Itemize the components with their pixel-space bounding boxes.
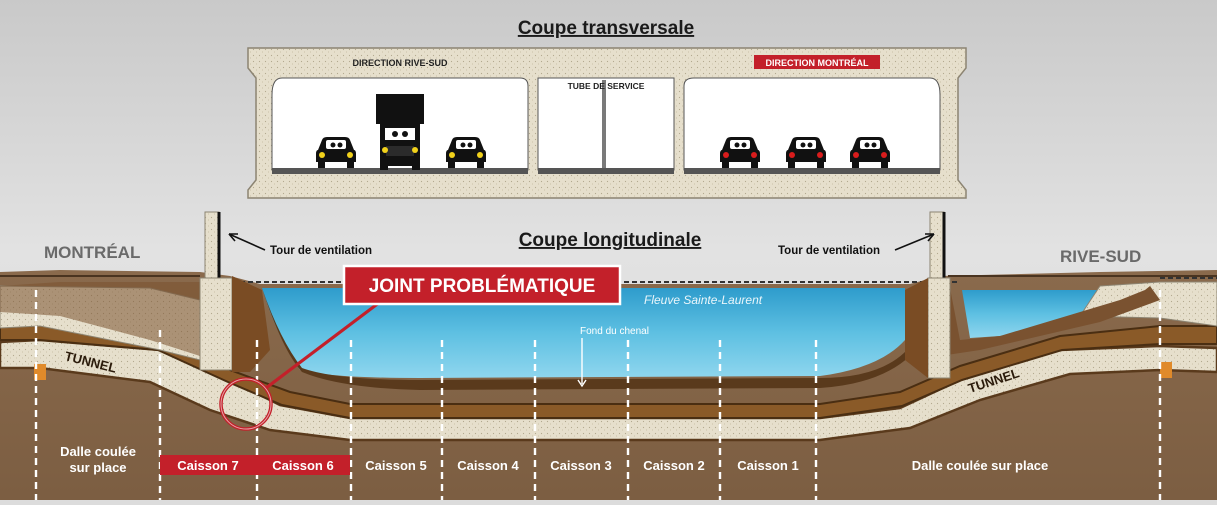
river-water	[262, 288, 905, 378]
label-tube-de-service: TUBE DE SERVICE	[568, 81, 645, 91]
label-direction-rive-sud: DIRECTION RIVE-SUD	[352, 58, 448, 68]
label-caisson-1: Caisson 1	[737, 458, 798, 473]
car-icon	[850, 137, 890, 168]
car-icon	[720, 137, 760, 168]
car-icon	[786, 137, 826, 168]
callout-box	[342, 264, 622, 306]
label-caisson-2: Caisson 2	[643, 458, 704, 473]
label-caisson-5: Caisson 5	[365, 458, 426, 473]
portal-right	[1160, 362, 1172, 378]
label-dalle-left-1: Dalle coulée	[60, 444, 136, 459]
long-section-title: Coupe longitudinale	[519, 230, 702, 251]
label-vent-left: Tour de ventilation	[270, 245, 372, 257]
segment-dividers	[34, 290, 1162, 500]
label-vent-right: Tour de ventilation	[778, 245, 880, 257]
label-city-montreal: MONTRÉAL	[44, 243, 140, 262]
longitudinal-section: Tour de ventilation Tour de ventilation …	[0, 211, 1217, 500]
car-icon	[446, 137, 486, 168]
label-caisson-6: Caisson 6	[272, 458, 333, 473]
cross-section: DIRECTION RIVE-SUD TUBE DE SERVICE DIREC…	[247, 47, 967, 199]
cross-section-title: Coupe transversale	[518, 18, 694, 39]
car-icon	[316, 137, 356, 168]
label-caisson-3: Caisson 3	[550, 458, 611, 473]
direction-montreal-badge	[754, 55, 880, 69]
callout-joint-problematique: JOINT PROBLÉMATIQUE	[369, 275, 596, 297]
truck-icon	[376, 94, 424, 170]
label-river: Fleuve Sainte-Laurent	[644, 293, 763, 307]
problem-caissons-bar	[160, 455, 350, 475]
label-dalle-left-2: sur place	[69, 460, 126, 475]
label-channel-bottom: Fond du chenal	[580, 326, 649, 337]
label-caisson-7: Caisson 7	[177, 458, 238, 473]
label-city-rive-sud: RIVE-SUD	[1060, 247, 1141, 266]
label-direction-montreal: DIRECTION MONTRÉAL	[766, 58, 869, 68]
label-dalle-right: Dalle coulée sur place	[912, 458, 1049, 473]
label-caisson-4: Caisson 4	[457, 458, 519, 473]
